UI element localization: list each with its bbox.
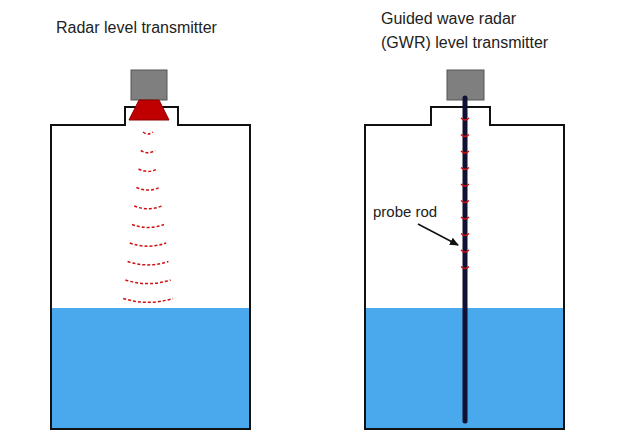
title-label: Radar level transmitter [56, 16, 217, 40]
wave-arc [123, 299, 173, 303]
tank-outline [51, 107, 250, 429]
probe-rod [463, 98, 468, 421]
pulse-mark [461, 234, 469, 236]
wave-arc [143, 132, 153, 134]
guided-pulses [461, 118, 469, 269]
liquid [51, 308, 250, 429]
leader-arrow [418, 224, 458, 245]
part-label: probe rod [373, 201, 437, 224]
wave-arc [132, 225, 164, 228]
wave-arc [128, 262, 169, 265]
pulse-mark [461, 168, 469, 170]
pulse-mark [461, 135, 469, 137]
pulse-mark [461, 151, 469, 153]
pulse-mark [461, 201, 469, 203]
wave-arc [134, 206, 162, 209]
pulse-mark [461, 217, 469, 219]
radar-waves [123, 132, 173, 302]
pulse-mark [461, 184, 469, 186]
transmitter-head [131, 70, 167, 100]
wave-arc [139, 169, 158, 171]
pulse-mark [461, 118, 469, 120]
wave-arc [125, 280, 170, 284]
horn-antenna [129, 100, 169, 120]
pulse-mark [461, 267, 469, 269]
wave-arc [130, 243, 166, 246]
pulse-mark [461, 250, 469, 252]
title-label: Guided wave radar (GWR) level transmitte… [381, 7, 553, 55]
wave-arc [141, 151, 155, 153]
wave-arc [136, 188, 159, 191]
transmitter-head [447, 70, 484, 100]
